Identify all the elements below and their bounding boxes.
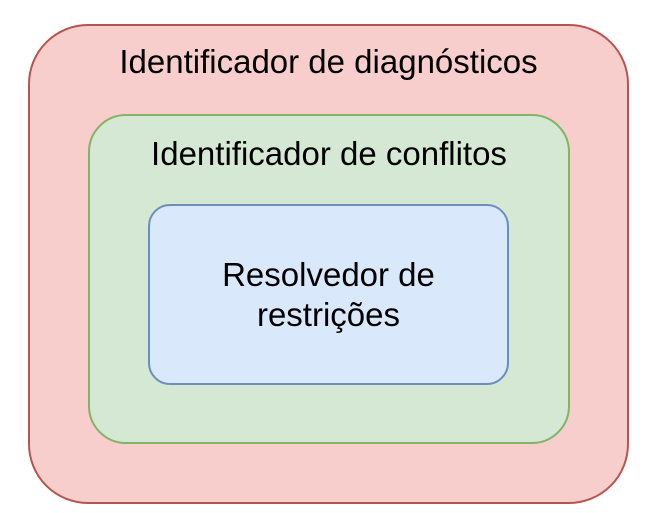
constraint-solver-box[interactable]: Resolvedor de restrições (148, 204, 509, 385)
diagnostics-identifier-label: Identificador de diagnósticos (119, 43, 538, 80)
conflicts-identifier-label: Identificador de conflitos (151, 135, 507, 172)
constraint-solver-label: Resolvedor de restrições (222, 255, 435, 333)
